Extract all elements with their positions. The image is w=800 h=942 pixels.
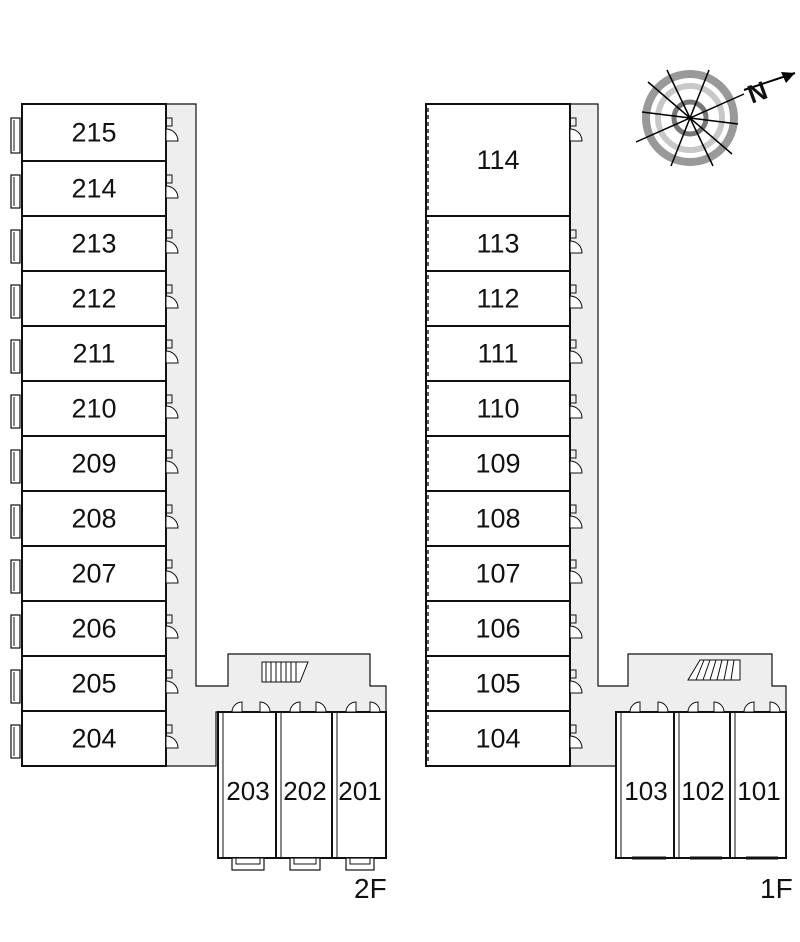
- door-icon: [743, 701, 781, 713]
- unit-number: 102: [681, 776, 724, 806]
- door-icon: [569, 614, 583, 639]
- door-icon: [569, 394, 583, 419]
- door-icon: [165, 614, 179, 639]
- door-icon: [165, 339, 179, 364]
- unit-209: 209: [10, 435, 179, 492]
- unit-213: 213: [10, 215, 179, 272]
- unit-202: 202: [275, 701, 333, 871]
- unit-number: 208: [71, 504, 116, 534]
- unit-203: 203: [217, 701, 277, 871]
- door-icon: [165, 174, 179, 199]
- door-icon: [165, 669, 179, 694]
- unit-number: 103: [624, 776, 667, 806]
- door-icon: [569, 559, 583, 584]
- unit-212: 212: [10, 270, 179, 327]
- unit-105: 105: [425, 655, 583, 712]
- unit-number: 104: [475, 724, 520, 754]
- unit-number: 110: [476, 394, 519, 424]
- unit-number: 207: [71, 559, 116, 589]
- unit-number: 111: [477, 339, 518, 369]
- unit-108: 108: [425, 490, 583, 547]
- unit-107: 107: [425, 545, 583, 602]
- unit-113: 113: [425, 215, 583, 272]
- floor-2f-long-block: 215 214 213 212 211 210 209 208 207 206 205 204 203…: [10, 103, 387, 904]
- door-icon: [165, 394, 179, 419]
- stairs-icon: [261, 661, 309, 683]
- door-icon: [569, 724, 583, 749]
- door-icon: [165, 504, 179, 529]
- unit-number: 107: [475, 559, 520, 589]
- unit-number: 202: [283, 776, 326, 806]
- door-icon: [165, 559, 179, 584]
- unit-112: 112: [425, 270, 583, 327]
- unit-number: 112: [476, 284, 519, 314]
- unit-number: 205: [71, 669, 116, 699]
- unit-205: 205: [10, 655, 179, 712]
- unit-208: 208: [10, 490, 179, 547]
- compass-icon: N: [635, 69, 796, 167]
- unit-number: 113: [476, 229, 519, 259]
- unit-number: 114: [476, 145, 519, 175]
- door-icon: [629, 701, 669, 713]
- unit-106: 106: [425, 600, 583, 657]
- unit-111: 111: [425, 325, 583, 382]
- unit-104: 104: [425, 710, 583, 767]
- compass-north-label: N: [743, 75, 771, 110]
- unit-number: 106: [475, 614, 520, 644]
- unit-206: 206: [10, 600, 179, 657]
- unit-214: 214: [10, 160, 179, 217]
- floor-label-1f: 1F: [760, 873, 793, 904]
- door-icon: [165, 449, 179, 474]
- floor-1f-long-block: 114 113 112 111 110 109 108 107 106 105 104 103 102…: [425, 103, 793, 904]
- door-icon: [569, 284, 583, 309]
- door-icon: [165, 229, 179, 254]
- door-icon: [345, 701, 381, 713]
- unit-210: 210: [10, 380, 179, 437]
- unit-207: 207: [10, 545, 179, 602]
- unit-number: 101: [737, 776, 780, 806]
- unit-number: 203: [226, 776, 269, 806]
- unit-number: 211: [72, 339, 115, 369]
- unit-101: 101: [729, 701, 787, 860]
- unit-number: 213: [71, 229, 116, 259]
- unit-number: 108: [475, 504, 520, 534]
- unit-109: 109: [425, 435, 583, 492]
- door-icon: [569, 449, 583, 474]
- unit-number: 215: [71, 118, 116, 148]
- unit-number: 204: [71, 724, 116, 754]
- unit-103: 103: [615, 701, 675, 860]
- stairs-icon: [687, 659, 741, 681]
- unit-211: 211: [10, 325, 179, 382]
- door-icon: [289, 701, 327, 713]
- unit-110: 110: [425, 380, 583, 437]
- unit-number: 209: [71, 449, 116, 479]
- unit-number: 109: [475, 449, 520, 479]
- unit-215: 215: [10, 103, 179, 162]
- door-icon: [569, 669, 583, 694]
- unit-number: 210: [71, 394, 116, 424]
- unit-number: 206: [71, 614, 116, 644]
- unit-204: 204: [10, 710, 179, 767]
- unit-number: 212: [71, 284, 116, 314]
- unit-102: 102: [673, 701, 731, 860]
- door-icon: [569, 117, 583, 142]
- door-icon: [165, 724, 179, 749]
- floor-label-2f: 2F: [354, 873, 387, 904]
- door-icon: [231, 701, 271, 713]
- unit-number: 105: [475, 669, 520, 699]
- door-icon: [165, 284, 179, 309]
- door-icon: [165, 117, 179, 142]
- door-icon: [569, 229, 583, 254]
- door-icon: [687, 701, 725, 713]
- door-icon: [569, 504, 583, 529]
- door-icon: [569, 339, 583, 364]
- unit-number: 214: [71, 174, 116, 204]
- unit-number: 201: [338, 776, 381, 806]
- unit-114: 114: [425, 103, 583, 217]
- unit-201: 201: [331, 701, 387, 871]
